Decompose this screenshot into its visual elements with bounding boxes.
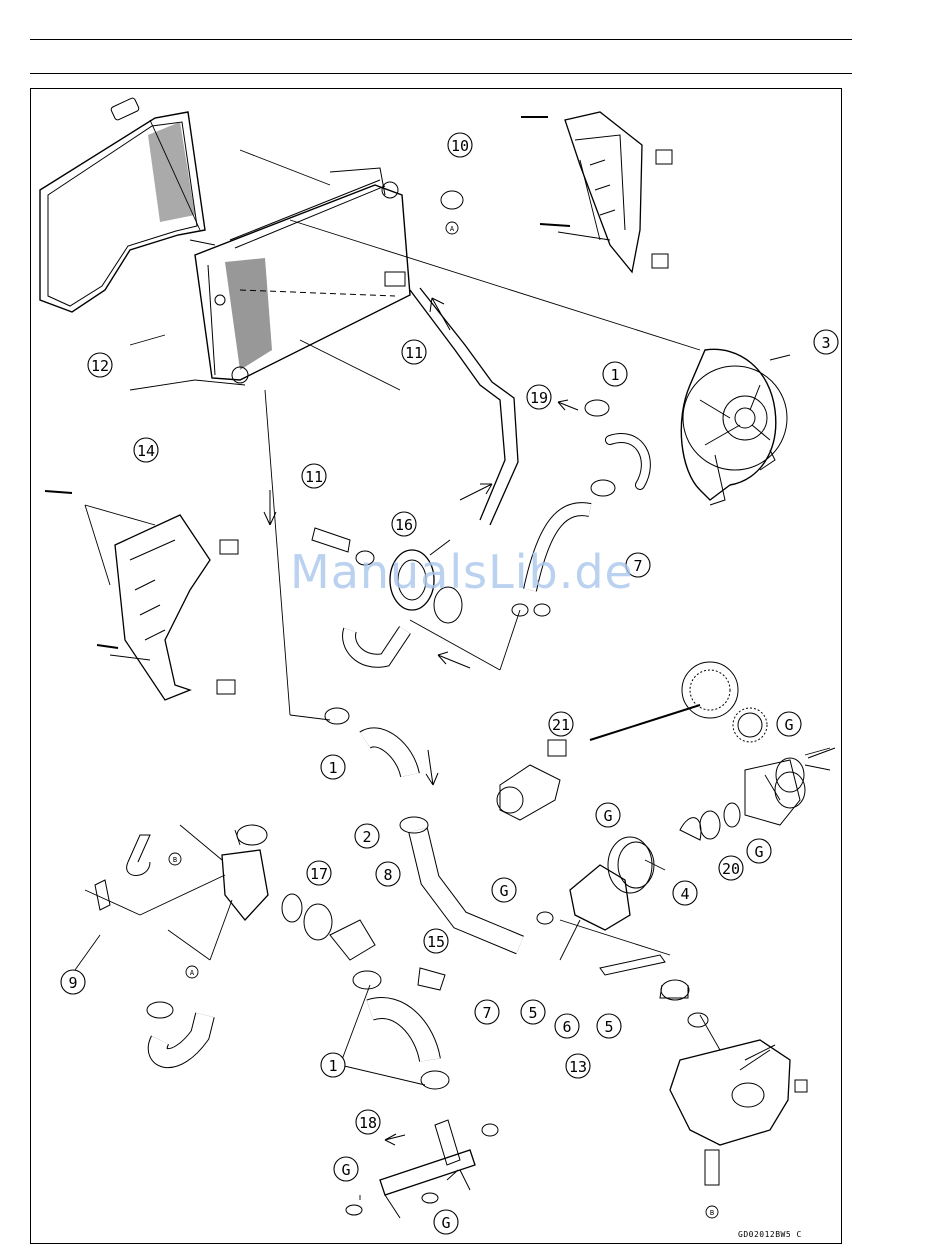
svg-text:4: 4 [680, 885, 689, 903]
svg-text:1: 1 [610, 366, 619, 384]
callout-1-mid: 1 [321, 755, 345, 779]
svg-text:1: 1 [328, 1057, 337, 1075]
svg-text:19: 19 [530, 389, 548, 407]
ref-A-left: A [186, 966, 198, 978]
callout-G-pump-ring: G [596, 803, 620, 827]
ref-B-left: B [169, 853, 181, 865]
watermark: ManualsLib.de [290, 545, 634, 599]
callout-10: 10 [448, 133, 472, 157]
hose-clamps [147, 191, 615, 1089]
svg-text:2: 2 [362, 828, 371, 846]
svg-text:5: 5 [528, 1004, 537, 1022]
callout-G-outlet: G [492, 878, 516, 902]
radiator-screen [40, 97, 205, 312]
callout-5-left: 5 [521, 1000, 545, 1024]
callout-6: 6 [555, 1014, 579, 1038]
svg-text:17: 17 [310, 865, 328, 883]
svg-text:7: 7 [482, 1004, 491, 1022]
radiator [195, 168, 410, 383]
reference-markers: A B A B [169, 222, 718, 1218]
callout-1-top: 1 [603, 362, 627, 386]
svg-text:B: B [710, 1209, 714, 1217]
svg-text:11: 11 [405, 344, 423, 362]
svg-text:G: G [499, 882, 508, 900]
ref-B-tank: B [706, 1206, 718, 1218]
callout-11-upper: 11 [402, 340, 426, 364]
drawing-code: GD02012BW5 C [738, 1230, 802, 1239]
svg-text:16: 16 [395, 516, 413, 534]
svg-text:G: G [754, 843, 763, 861]
callout-5-right: 5 [597, 1014, 621, 1038]
callout-19: 19 [527, 385, 551, 409]
callout-16: 16 [392, 512, 416, 536]
o-rings [346, 604, 804, 1215]
shroud-bracket-left [45, 491, 238, 700]
callout-21: 21 [549, 712, 573, 736]
callout-13: 13 [566, 1054, 590, 1078]
svg-text:11: 11 [305, 468, 323, 486]
callout-11-lower: 11 [302, 464, 326, 488]
svg-text:20: 20 [722, 860, 740, 878]
callout-18: 18 [356, 1110, 380, 1134]
svg-text:G: G [441, 1214, 450, 1232]
callout-14: 14 [134, 438, 158, 462]
callout-17: 17 [307, 861, 331, 885]
svg-text:10: 10 [451, 137, 469, 155]
callout-2: 2 [355, 824, 379, 848]
callout-G-shaft: G [777, 712, 801, 736]
callout-8: 8 [376, 862, 400, 886]
svg-text:9: 9 [68, 974, 77, 992]
callout-9: 9 [61, 970, 85, 994]
svg-text:7: 7 [633, 557, 642, 575]
callout-3: 3 [814, 330, 838, 354]
svg-text:B: B [173, 856, 177, 864]
svg-text:12: 12 [91, 357, 109, 375]
svg-text:13: 13 [569, 1058, 587, 1076]
callout-15: 15 [424, 929, 448, 953]
svg-text:15: 15 [427, 933, 445, 951]
callout-G-seal: G [747, 839, 771, 863]
svg-text:5: 5 [604, 1018, 613, 1036]
shroud-bracket-right [521, 112, 672, 272]
svg-text:1: 1 [328, 759, 337, 777]
svg-text:8: 8 [383, 866, 392, 884]
pump-shaft [497, 662, 767, 820]
water-pipe-bottom [380, 1120, 498, 1218]
callout-G-pipe-left: G [334, 1157, 358, 1181]
svg-text:G: G [784, 716, 793, 734]
svg-text:G: G [341, 1161, 350, 1179]
callout-balloons: 3 10 12 14 11 11 1 19 16 7 21 G G G 20 4… [61, 133, 838, 1234]
callout-1-bottom: 1 [321, 1053, 345, 1077]
svg-text:3: 3 [821, 334, 830, 352]
callout-20: 20 [719, 856, 743, 880]
callout-12: 12 [88, 353, 112, 377]
callout-G-pipe-right: G [434, 1210, 458, 1234]
thermostat-housing [95, 825, 445, 990]
callout-7-lower: 7 [475, 1000, 499, 1024]
reserve-tank [660, 980, 807, 1185]
svg-text:14: 14 [137, 442, 155, 460]
svg-text:21: 21 [552, 716, 570, 734]
svg-text:6: 6 [562, 1018, 571, 1036]
ref-A-top: A [446, 222, 458, 234]
svg-text:G: G [603, 807, 612, 825]
svg-text:18: 18 [359, 1114, 377, 1132]
water-pump [570, 760, 805, 975]
fan-assembly [681, 349, 790, 505]
callout-4: 4 [673, 881, 697, 905]
